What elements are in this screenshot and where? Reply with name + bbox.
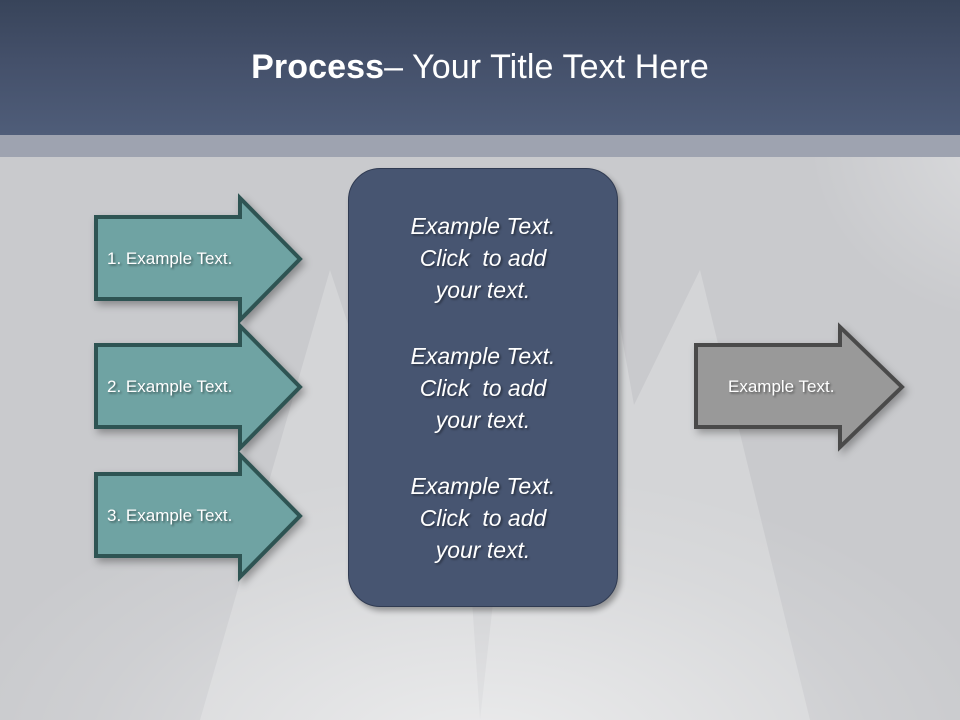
output-arrow[interactable] [694,322,906,452]
center-content-panel[interactable]: Example Text. Click to add your text. Ex… [348,168,618,607]
panel-block-2-line-3: your text. [435,406,531,433]
panel-block-1-line-1: Example Text. [410,212,556,239]
process-arrow-1[interactable] [94,193,304,325]
panel-block-2-line-1: Example Text. [410,342,556,369]
panel-block-2-line-2: Click to add [419,374,547,401]
panel-block-1-line-2: Click to add [419,244,547,271]
panel-text-block-1: Example Text. Click to add your text. [363,210,603,306]
arrow-3-shape [94,450,303,582]
panel-block-3-line-3: your text. [435,536,531,563]
output-arrow-shape [694,322,905,452]
slide-header [0,0,960,135]
panel-text-block-3: Example Text. Click to add your text. [363,470,603,566]
panel-block-1-line-3: your text. [435,276,531,303]
page-title-rest: – Your Title Text Here [384,48,709,86]
arrow-2-shape [94,321,303,453]
process-arrow-2[interactable] [94,321,304,453]
panel-block-3-line-2: Click to add [419,504,547,531]
page-title: Process – Your Title Text Here [0,0,960,135]
process-arrow-3[interactable] [94,450,304,582]
arrow-1-shape [94,193,303,325]
page-title-bold: Process [251,48,385,86]
panel-text-block-2: Example Text. Click to add your text. [363,340,603,436]
panel-block-3-line-1: Example Text. [410,472,556,499]
header-accent-band [0,135,960,157]
